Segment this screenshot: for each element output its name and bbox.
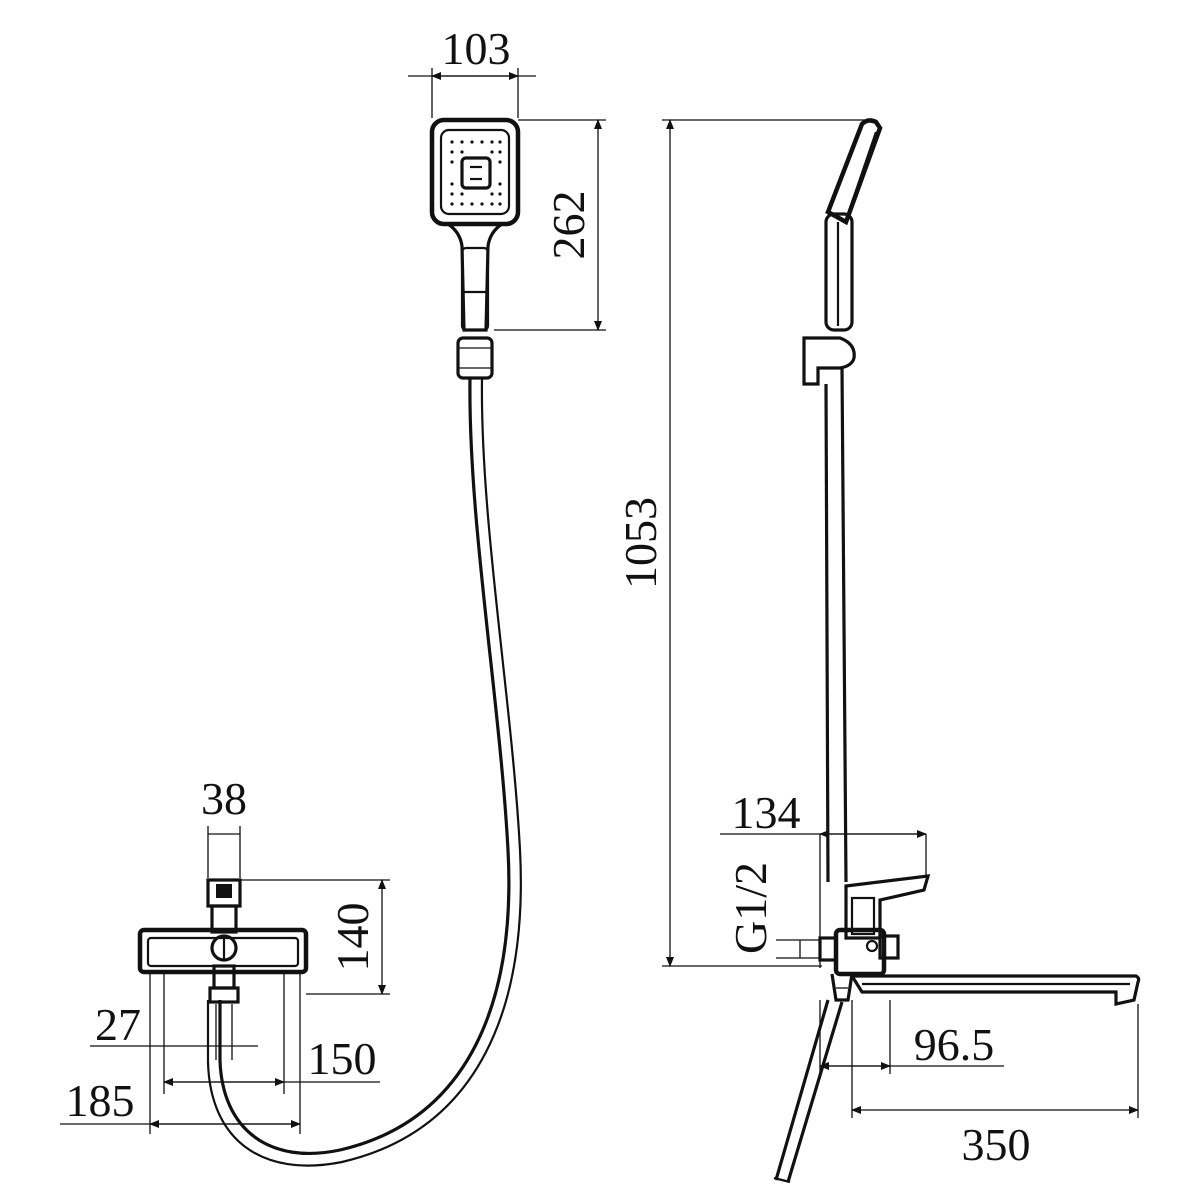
wall-connector — [818, 936, 838, 962]
diverter-side — [878, 934, 900, 960]
dimension-spout-reach-total: 350 — [851, 1000, 1139, 1170]
side-handle — [844, 874, 931, 940]
mixer-center-span-label: 150 — [308, 1033, 377, 1084]
side-outlet — [830, 973, 854, 1002]
handset-handle — [460, 246, 490, 332]
handset-neck — [447, 222, 503, 332]
spray-nozzles — [450, 140, 502, 206]
hose-connector — [208, 986, 240, 1004]
side-hand-shower — [802, 118, 883, 386]
dimension-spout-reach-inner: 96.5 — [819, 1000, 1004, 1074]
front-hand-shower — [429, 117, 521, 380]
mixer-outlet — [212, 964, 236, 990]
spout-reach-total-label: 350 — [962, 1119, 1031, 1170]
handset-side — [825, 118, 883, 226]
mixer-height-label: 140 — [327, 903, 378, 972]
handset-head-inner — [439, 128, 511, 216]
handle-width-label: 38 — [201, 773, 247, 824]
shower-hose — [206, 377, 522, 1167]
side-depth-label: 134 — [732, 787, 801, 838]
dimension-mixer-height: 140 — [240, 879, 390, 995]
front-mixer-body — [137, 878, 309, 1004]
handset-grip-side — [824, 212, 854, 332]
dimension-mixer-total-width: 185 — [60, 974, 301, 1134]
slide-holder — [802, 336, 856, 386]
dimension-side-depth: 134 — [720, 787, 927, 968]
dimension-handset-height: 262 — [494, 119, 606, 331]
thread-size-label: G1/2 — [725, 862, 776, 954]
rail-height-label: 1053 — [615, 497, 666, 589]
slide-rail — [824, 367, 848, 883]
handset-height-label: 262 — [543, 191, 594, 260]
dimension-thread-size: G1/2 — [725, 862, 820, 959]
side-mixer-body — [818, 874, 931, 1002]
spray-selector — [460, 156, 492, 190]
hose-nut — [456, 336, 494, 380]
handset-width-label: 103 — [442, 23, 511, 74]
spout — [849, 974, 1141, 1006]
dimension-rail-height: 1053 — [615, 119, 868, 967]
handset-head-outer — [429, 117, 521, 227]
dimension-handle-width: 38 — [201, 773, 247, 878]
spout-reach-inner-label: 96.5 — [914, 1019, 995, 1070]
side-hose — [773, 999, 844, 1184]
mixer-body — [137, 927, 309, 975]
dimension-handset-width: 103 — [408, 23, 536, 118]
dimension-outlet-offset: 27 — [90, 999, 258, 1060]
outlet-offset-label: 27 — [95, 999, 141, 1050]
dimension-mixer-center-span: 150 — [163, 974, 380, 1094]
mixer-total-width-label: 185 — [66, 1075, 135, 1126]
